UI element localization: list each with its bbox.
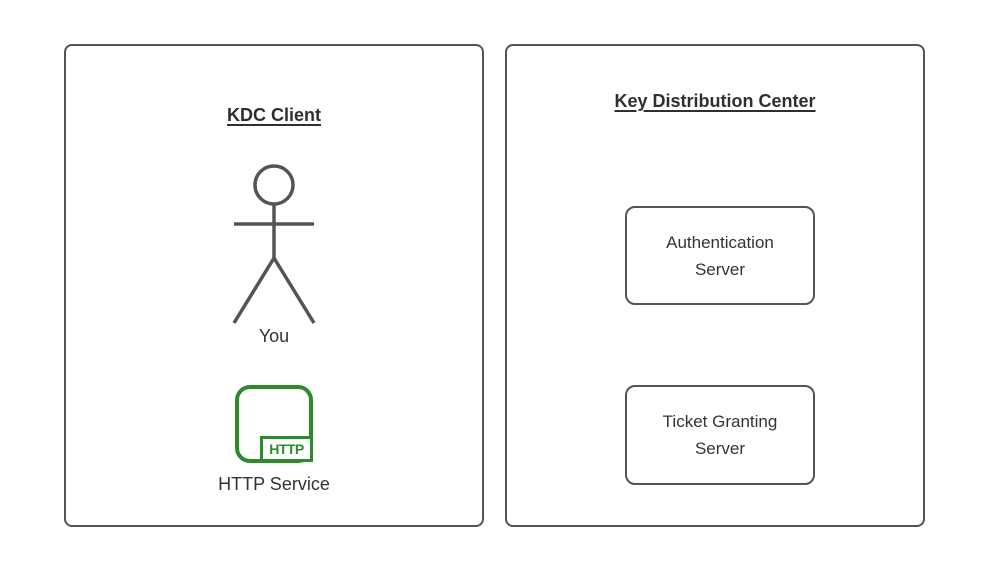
kdc-client-title: KDC Client <box>227 105 321 125</box>
ticket-granting-server-box: Ticket Granting Server <box>625 385 815 485</box>
key-distribution-center-panel: Key Distribution Center Authentication S… <box>505 44 925 527</box>
person-icon <box>232 164 316 324</box>
authentication-server-box: Authentication Server <box>625 206 815 305</box>
person-label: You <box>258 326 290 346</box>
http-service-label: HTTP Service <box>218 474 330 494</box>
http-badge-label: HTTP <box>260 436 313 462</box>
http-service-icon: HTTP <box>235 385 313 463</box>
kdc-client-panel: KDC Client You HTTP HTTP Service <box>64 44 484 527</box>
key-distribution-center-title: Key Distribution Center <box>614 91 816 111</box>
authentication-server-label: Authentication Server <box>666 232 774 279</box>
ticket-granting-server-label: Ticket Granting Server <box>662 412 778 458</box>
